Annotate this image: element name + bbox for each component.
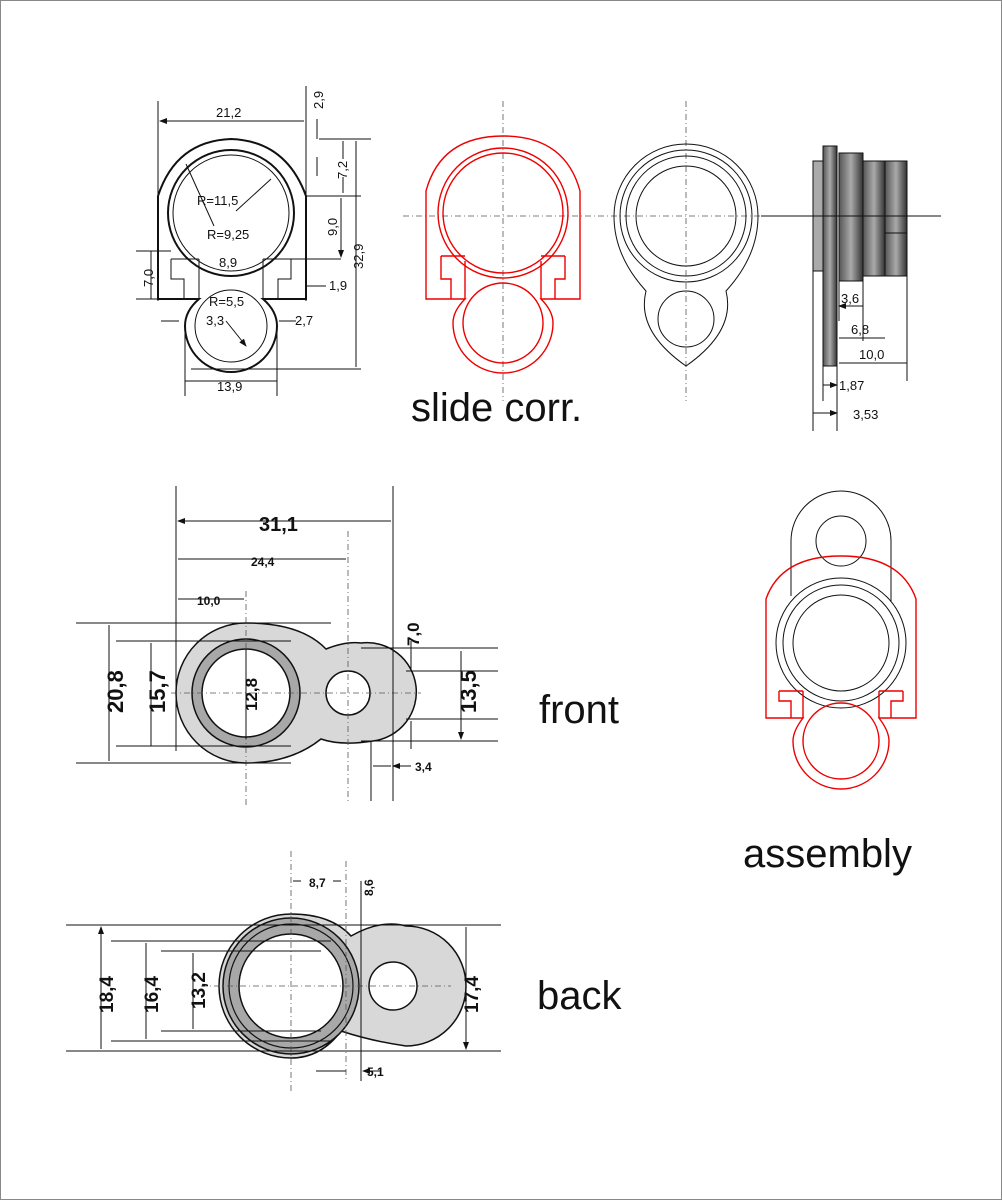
assembly-view: assembly [743,490,917,876]
dim-label: R=9,25 [207,227,249,242]
dim-label: 2,9 [311,91,326,109]
dim-label: 3,53 [853,407,878,422]
side-view: 3,6 6,8 10,0 1,87 3,53 [761,145,941,431]
ring-view [613,143,759,367]
dim-label: 8,6 [362,879,376,896]
dim-label: 24,4 [251,555,275,569]
dim-label: 10,0 [197,594,221,608]
dim-label: 7,2 [335,161,350,179]
dim-label: R=5,5 [209,294,244,309]
dim-label: R=11,5 [197,193,238,208]
dim-label: 15,7 [145,670,170,713]
profile-view: 21,2 2,9 7,2 9,0 32,9 R=11,5 R=9,25 8,9 … [136,86,371,396]
label-back: back [537,974,622,1018]
dim-label: 3,3 [206,313,224,328]
dim-label: 5,1 [367,1065,384,1079]
dim-label: 3,6 [841,291,859,306]
dim-label: 17,4 [462,976,483,1013]
slide-correction-view: slide corr. [403,101,761,430]
dim-label: 1,9 [329,278,347,293]
dim-label: 31,1 [259,514,298,536]
label-assembly: assembly [743,832,912,876]
dim-label: 1,87 [839,378,864,393]
dim-label: 21,2 [216,105,241,120]
back-view: 8,7 8,6 18,4 16,4 13,2 17,4 5,1 back [66,851,622,1091]
label-slide-corr: slide corr. [411,386,582,430]
dim-label: 20,8 [103,670,128,713]
front-view: 31,1 24,4 10,0 7,0 20,8 15,7 12,8 13,5 3… [76,486,619,806]
dim-label: 8,9 [219,255,237,270]
dim-label: 2,7 [295,313,313,328]
dim-label: 6,8 [851,322,869,337]
dim-label: 12,8 [242,678,261,711]
dim-label: 3,4 [415,760,432,774]
label-front: front [539,688,619,732]
dim-label: 16,4 [142,976,163,1013]
dim-label: 7,0 [141,269,156,287]
dim-label: 13,5 [456,670,481,713]
dim-label: 7,0 [404,622,423,646]
dim-label: 18,4 [97,976,118,1013]
dim-label: 10,0 [859,347,884,362]
dim-label: 8,7 [309,876,326,890]
dim-label: 32,9 [351,244,366,269]
dim-label: 13,2 [189,972,210,1009]
dim-label: 13,9 [217,379,242,394]
dim-label: 9,0 [325,218,340,236]
